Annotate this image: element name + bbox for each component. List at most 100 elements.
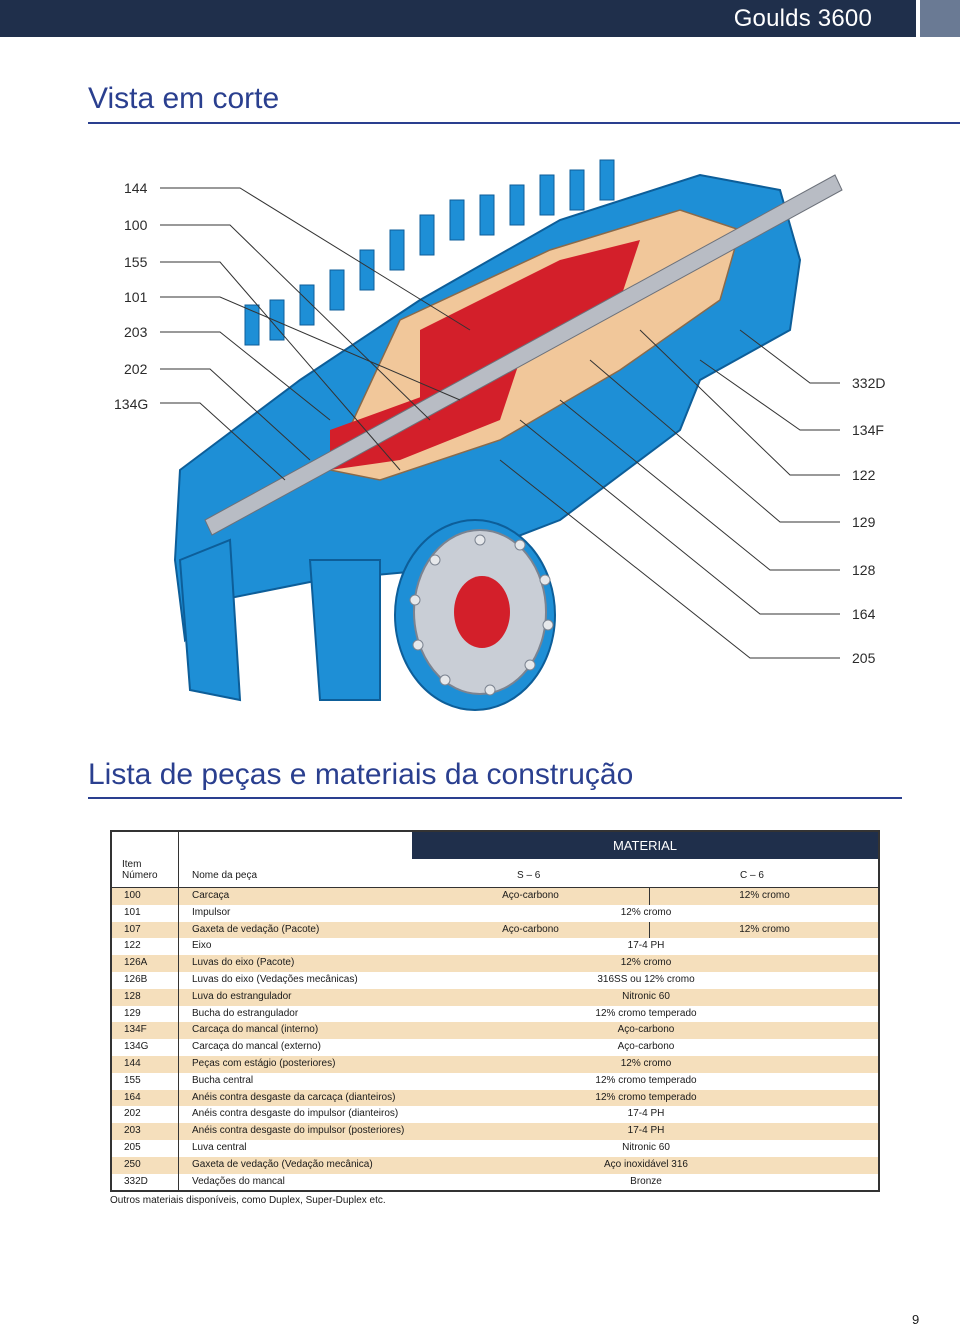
table-row: 202 Anéis contra desgaste do impulsor (di… [112, 1106, 878, 1124]
material-all: 17-4 PH [627, 1108, 665, 1120]
pump-casing [173, 159, 843, 711]
material-all: 316SS ou 12% cromo [597, 973, 695, 985]
title-rule [88, 797, 902, 799]
callout-label: 122 [852, 467, 876, 483]
item-number: 126A [112, 955, 179, 972]
cell-divider [649, 888, 650, 905]
table-row: 144 Peças com estágio (posteriores) 12% cr… [112, 1055, 878, 1073]
material-all: Aço-carbono [617, 1041, 675, 1053]
part-name: Bucha do estrangulador [192, 1007, 299, 1019]
part-name: Eixo [192, 940, 212, 952]
callout-label: 134G [114, 396, 149, 412]
material-all: 12% cromo [620, 906, 672, 918]
item-number: 122 [112, 938, 179, 956]
table-row: 101 Impulsor 12% cromo [112, 904, 878, 922]
material-all: 12% cromo [620, 957, 672, 969]
material-s6: Aço-carbono [502, 923, 559, 935]
item-column-header [112, 832, 179, 887]
page-number: 9 [912, 1312, 920, 1327]
callout-label: 332D [852, 375, 886, 391]
table-row: 126A Luvas do eixo (Pacote) 12% cromo [112, 955, 878, 972]
table-row: 203 Anéis contra desgaste do impulsor (po… [112, 1123, 878, 1140]
material-all: 12% cromo temperado [595, 1074, 697, 1086]
material-all: 12% cromo [620, 1057, 672, 1069]
item-number: 134G [112, 1039, 179, 1056]
material-s6: Aço-carbono [502, 890, 559, 901]
part-name: Gaxeta de vedação (Vedação mecânica) [192, 1158, 373, 1170]
part-name: Carcaça do mancal (externo) [192, 1041, 321, 1053]
material-all: 17-4 PH [627, 940, 665, 952]
table-row: 134F Carcaça do mancal (interno) Aço-carbo… [112, 1022, 878, 1040]
part-name: Carcaça do mancal (interno) [192, 1024, 319, 1036]
material-all: 17-4 PH [627, 1125, 665, 1137]
part-name: Peças com estágio (posteriores) [192, 1057, 336, 1069]
item-number: 202 [112, 1106, 179, 1124]
table-header: Item Número Nome da peça MATERIAL S – 6 … [112, 832, 878, 888]
material-all: Aço inoxidável 316 [604, 1158, 688, 1170]
table-row: 107 Gaxeta de vedação (Pacote) Aço-carbono… [112, 921, 878, 939]
section-title-cutaway: Vista em corte [88, 82, 280, 115]
material-all: 12% cromo temperado [595, 1091, 697, 1103]
cell-divider [649, 921, 650, 939]
top-bar-accent [916, 0, 960, 37]
part-name: Luvas do eixo (Pacote) [192, 957, 295, 969]
callout-label: 129 [852, 514, 876, 530]
part-name: Gaxeta de vedação (Pacote) [192, 923, 320, 935]
item-number: 128 [112, 988, 179, 1006]
item-header-line: Número [122, 870, 158, 881]
pump-cutaway-illustration [160, 159, 843, 711]
part-name: Luva do estrangulador [192, 990, 292, 1002]
parts-table: Item Número Nome da peça MATERIAL S – 6 … [110, 830, 880, 1193]
top-bar: Goulds 3600 [0, 0, 960, 37]
item-number: 144 [112, 1055, 179, 1073]
brand-title: Goulds 3600 [733, 5, 872, 32]
part-name: Luva central [192, 1141, 247, 1153]
callout-label: 101 [124, 289, 148, 305]
material-all: Aço-carbono [617, 1024, 675, 1036]
item-number: 100 [112, 888, 179, 905]
item-number: 203 [112, 1123, 179, 1140]
item-number: 129 [112, 1005, 179, 1023]
part-name: Carcaça [192, 890, 230, 901]
item-number: 250 [112, 1156, 179, 1174]
part-name: Bucha central [192, 1074, 254, 1086]
item-number: 107 [112, 921, 179, 939]
callout-label: 155 [124, 254, 148, 270]
part-name: Anéis contra desgaste da carcaça (diante… [192, 1091, 396, 1103]
table-row: 129 Bucha do estrangulador 12% cromo tempe… [112, 1005, 878, 1023]
item-number: 155 [112, 1072, 179, 1090]
material-all: Nitronic 60 [622, 990, 670, 1002]
callout-label: 128 [852, 562, 876, 578]
material-all: 12% cromo temperado [595, 1007, 697, 1019]
table-row: 155 Bucha central 12% cromo temperado [112, 1072, 878, 1090]
item-header-line: Item [122, 859, 142, 870]
callout-label: 164 [852, 606, 876, 622]
item-header: Item Número [122, 859, 158, 881]
table-row: 250 Gaxeta de vedação (Vedação mecânica) A… [112, 1156, 878, 1174]
item-number: 101 [112, 904, 179, 922]
table-row: 122 Eixo 17-4 PH [112, 938, 878, 956]
part-name: Impulsor [192, 906, 231, 918]
item-number: 332D [112, 1173, 179, 1191]
part-name: Vedações do mancal [192, 1175, 285, 1187]
callout-label: 134F [852, 422, 884, 438]
s6-header: S – 6 [517, 870, 541, 881]
material-header: MATERIAL [412, 832, 878, 859]
footnote: Outros materiais disponíveis, como Duple… [110, 1195, 386, 1206]
callout-label: 205 [852, 650, 876, 666]
c6-header: C – 6 [740, 870, 764, 881]
section-title-parts: Lista de peças e materiais da construção [88, 758, 634, 791]
table-row: 134G Carcaça do mancal (externo) Aço-carbo… [112, 1039, 878, 1056]
callout-label: 202 [124, 361, 148, 377]
callout-label: 100 [124, 217, 148, 233]
part-name: Anéis contra desgaste do impulsor (diant… [192, 1108, 399, 1120]
material-c6: 12% cromo [739, 923, 790, 935]
material-c6: 12% cromo [739, 890, 790, 901]
item-number: 134F [112, 1022, 179, 1040]
material-all: Nitronic 60 [622, 1141, 670, 1153]
part-name: Luvas do eixo (Vedações mecânicas) [192, 973, 358, 985]
part-name: Anéis contra desgaste do impulsor (poste… [192, 1125, 405, 1137]
